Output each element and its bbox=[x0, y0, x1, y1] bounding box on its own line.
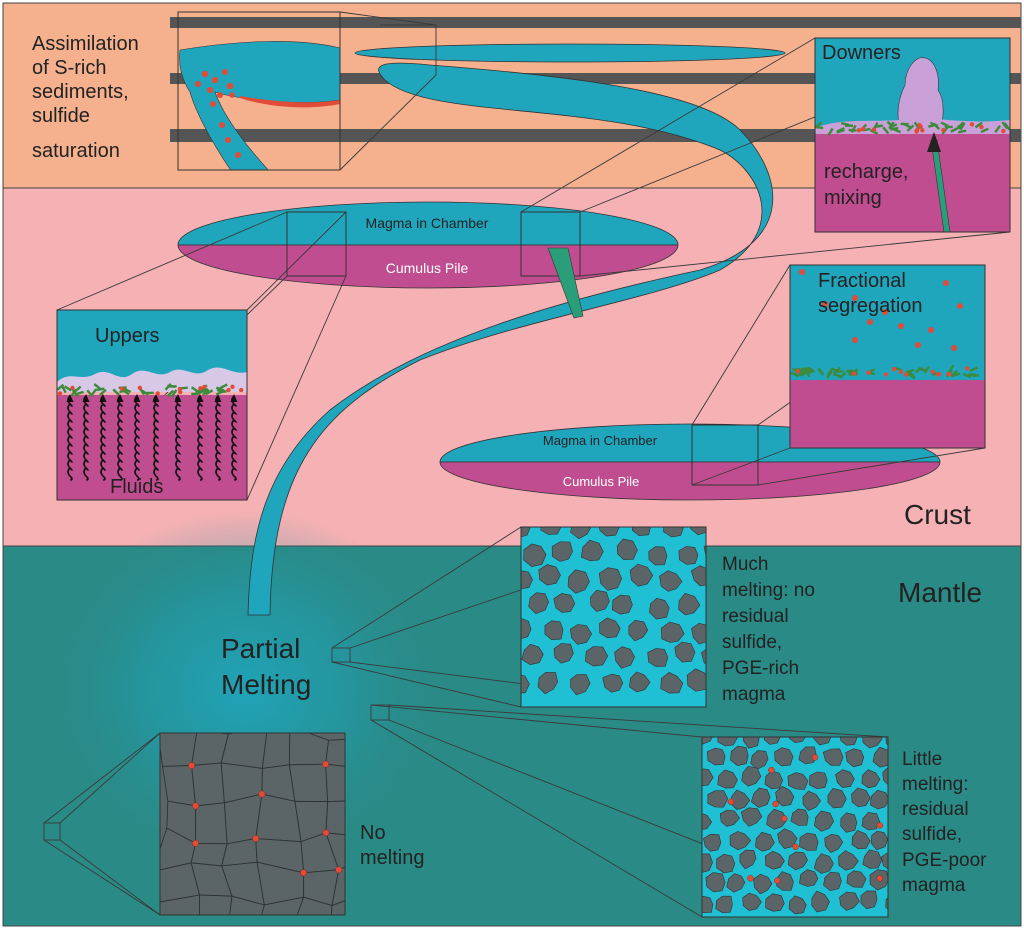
no-melting-inset-frame bbox=[159, 732, 346, 916]
assimilation-inset-frame bbox=[177, 11, 341, 171]
assimilation-inset bbox=[178, 12, 340, 170]
downers-inset-frame bbox=[814, 37, 1011, 233]
downers-crystal-mush bbox=[814, 120, 1011, 136]
recharge-conduit-upper bbox=[547, 247, 584, 319]
much-melting-label: Much melting: no residual sulfide, PGE-r… bbox=[722, 554, 820, 705]
no-melting-inset bbox=[160, 733, 345, 915]
partial-melting-label: Partial Melting bbox=[221, 633, 311, 700]
fractional-label: Fractional segregation bbox=[818, 270, 923, 317]
no-melting-label: No melting bbox=[360, 822, 424, 869]
upper-chamber-magma-label: Magma in Chamber bbox=[366, 215, 489, 231]
fractional-inset bbox=[790, 265, 985, 448]
uppers-fluid-paths bbox=[66, 394, 238, 481]
lower-chamber-magma-label: Magma in Chamber bbox=[543, 433, 658, 448]
upper-chamber-cumulus-label: Cumulus Pile bbox=[386, 260, 469, 276]
little-melting-inset bbox=[702, 737, 888, 917]
uppers-crystal-mush bbox=[56, 382, 244, 398]
assimilation-sulfide-droplets bbox=[195, 69, 241, 158]
magma-conduit bbox=[247, 62, 774, 616]
assimilation-label: Assimilation of S-rich sediments, sulfid… bbox=[32, 33, 144, 162]
upper-magma-chamber: Magma in Chamber Cumulus Pile bbox=[177, 201, 679, 289]
fractional-crystal-mush bbox=[790, 364, 980, 380]
upper-sill bbox=[354, 43, 786, 63]
fractional-sulfide-droplets bbox=[799, 269, 963, 351]
mantle-label: Mantle bbox=[898, 577, 982, 608]
fractional-inset-frame bbox=[789, 264, 986, 449]
little-melting-inset-frame bbox=[701, 736, 889, 918]
crust-label: Crust bbox=[904, 499, 971, 530]
downers-label: Downers bbox=[822, 42, 901, 64]
uppers-label: Uppers bbox=[95, 325, 159, 347]
lower-magma-chamber: Magma in Chamber Cumulus Pile bbox=[439, 423, 941, 501]
much-melting-inset-frame bbox=[520, 526, 707, 708]
little-melting-label: Little melting: residual sulfide, PGE-po… bbox=[902, 749, 992, 896]
much-melting-inset bbox=[521, 527, 706, 707]
sediment-strata bbox=[170, 17, 1021, 142]
recharge-label: recharge, mixing bbox=[824, 161, 914, 209]
fluids-label: Fluids bbox=[110, 476, 163, 498]
uppers-inset-frame bbox=[56, 309, 248, 501]
downers-inset bbox=[815, 38, 1010, 232]
lower-chamber-cumulus-label: Cumulus Pile bbox=[563, 474, 640, 489]
